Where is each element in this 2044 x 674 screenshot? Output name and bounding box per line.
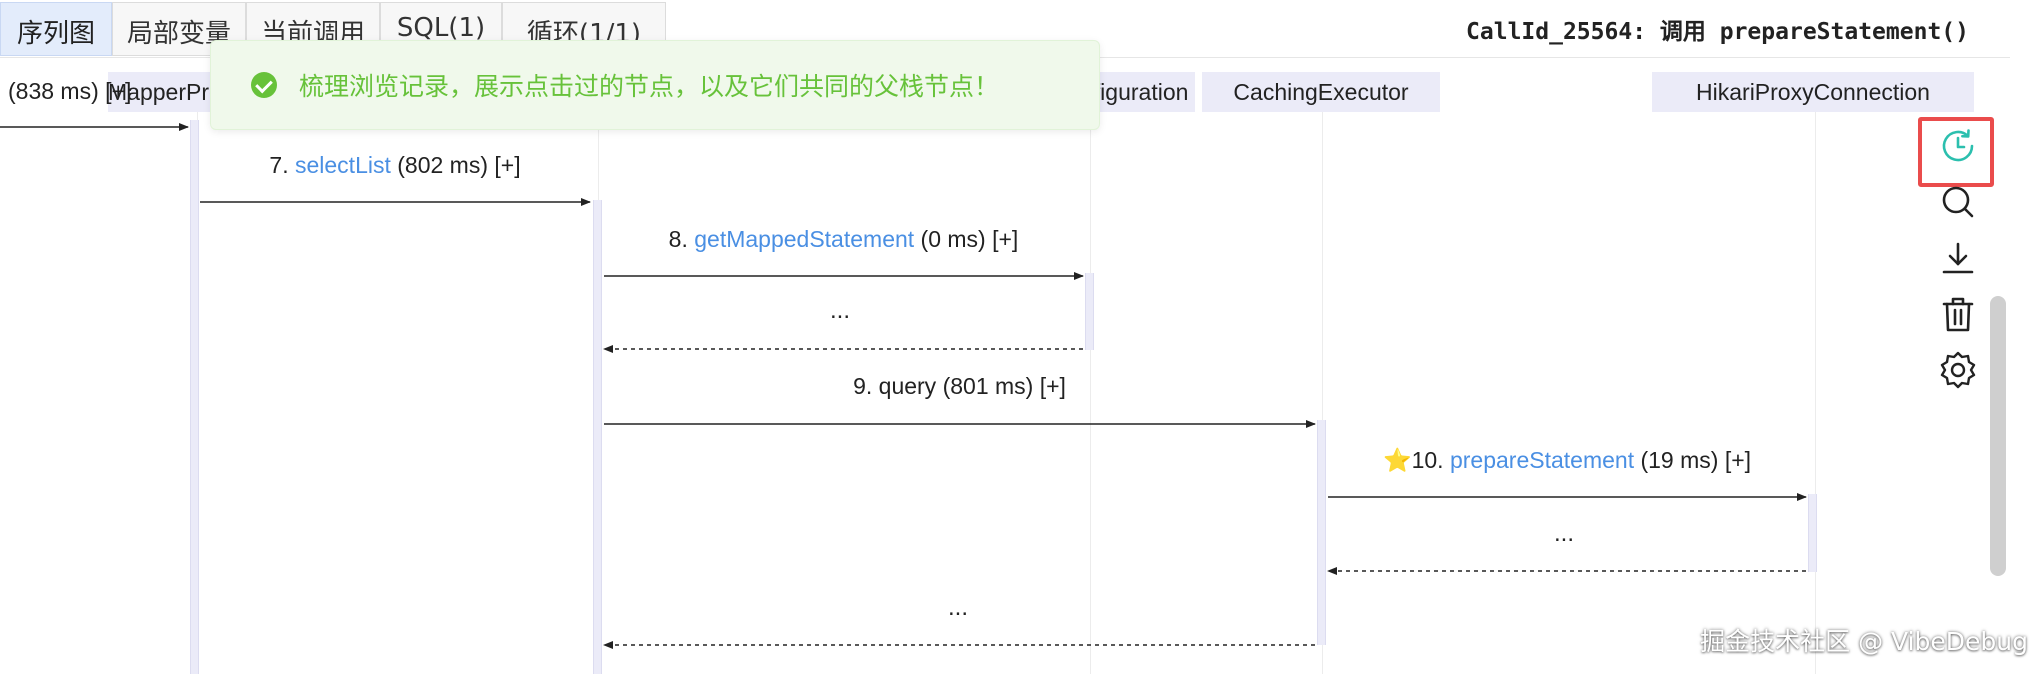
return-label[interactable]: ... xyxy=(948,594,969,621)
message-label[interactable]: 8. getMappedStatement (0 ms) [+] xyxy=(668,226,1019,252)
history-icon[interactable] xyxy=(1938,126,1978,166)
activation-bar xyxy=(1085,273,1094,350)
lifeline-configuration xyxy=(1090,92,1091,674)
activation-bar xyxy=(593,200,602,674)
message-label[interactable]: 9. query (801 ms) [+] xyxy=(853,373,1066,399)
trash-icon[interactable] xyxy=(1938,294,1978,334)
vertical-scrollbar[interactable] xyxy=(1990,296,2006,576)
activation-bar xyxy=(190,120,199,674)
download-icon[interactable] xyxy=(1938,238,1978,278)
return-label[interactable]: ... xyxy=(1554,520,1575,547)
actor-hikari-proxy-connection[interactable]: HikariProxyConnection xyxy=(1652,72,1974,112)
message-label[interactable]: 7. selectList (802 ms) [+] xyxy=(269,152,521,178)
tab-sequence-diagram[interactable]: 序列图 xyxy=(0,2,112,56)
toast-message: 梳理浏览记录，展示点击过的节点，以及它们共同的父栈节点！ xyxy=(299,72,1000,101)
activation-bar xyxy=(1808,494,1817,572)
activation-bar xyxy=(1317,420,1326,645)
message-label[interactable]: ⭐10. prepareStatement (19 ms) [+] xyxy=(1382,447,1752,473)
settings-icon[interactable] xyxy=(1938,350,1978,390)
watermark: 掘金技术社区 @ VibeDebug xyxy=(1700,627,2028,656)
lifeline-caching-executor xyxy=(1322,92,1323,674)
toast-notification: 梳理浏览记录，展示点击过的节点，以及它们共同的父栈节点！ xyxy=(210,40,1100,130)
method-link[interactable]: prepareStatement xyxy=(1449,447,1635,473)
method-link[interactable]: getMappedStatement xyxy=(694,226,915,252)
check-circle-icon xyxy=(251,72,277,98)
search-icon[interactable] xyxy=(1938,182,1978,222)
actor-caching-executor[interactable]: CachingExecutor xyxy=(1202,72,1440,112)
call-title: CallId_25564: 调用 prepareStatement() xyxy=(1466,19,1969,45)
prior-call-label[interactable]: (838 ms) [+] xyxy=(8,78,132,104)
highlight-box xyxy=(1918,117,1994,187)
method-link[interactable]: selectList xyxy=(294,152,391,178)
lifeline-hikari-proxy-connection xyxy=(1815,92,1816,674)
return-label[interactable]: ... xyxy=(830,297,851,324)
actor-mapper-proxy[interactable]: MapperProxy xyxy=(108,72,212,112)
